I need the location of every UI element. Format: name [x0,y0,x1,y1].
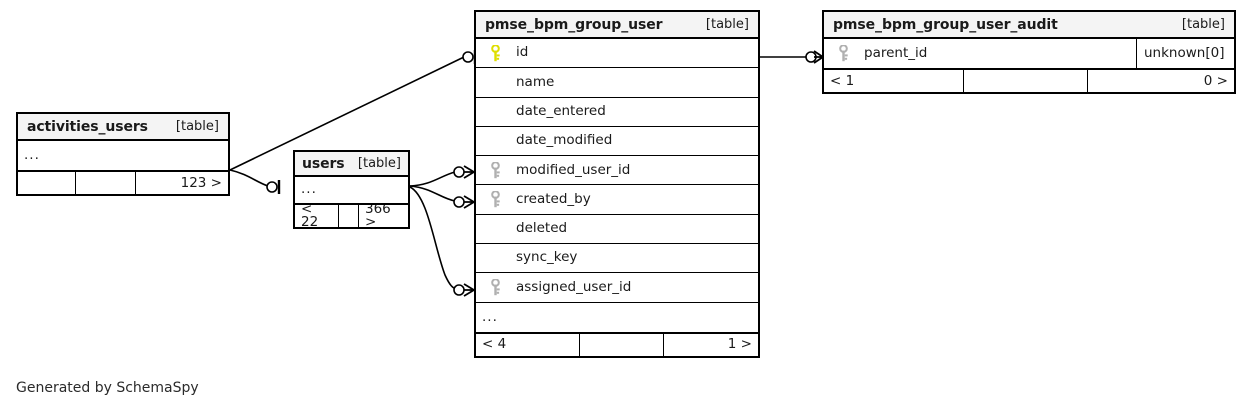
table-header: activities_users [table] [18,114,228,141]
column-row-parent_id[interactable]: parent_id unknown[0] [824,39,1234,69]
more-columns-ellipsis: ... [482,308,498,325]
table-type-tag: [table] [1181,17,1225,32]
column-name: date_modified [516,132,613,149]
foreign-key-icon [483,279,508,297]
edge-activities_users-to-users [229,169,269,187]
column-list: id name date_entered date_modified [476,39,758,332]
footer-middle-cell [76,172,136,195]
table-header: pmse_bpm_group_user_audit [table] [824,12,1234,39]
table-header: pmse_bpm_group_user [table] [476,12,758,39]
column-row-name[interactable]: name [476,68,758,98]
edge-users-to-modified_user_id [409,171,456,187]
column-name: deleted [516,220,568,237]
table-users[interactable]: users [table] ... < 22 366 > [293,150,410,229]
edge-users-to-created_by [409,185,456,202]
column-name: date_entered [516,102,606,119]
table-type-tag: [table] [357,156,401,171]
column-list: ... [18,141,228,170]
column-row-deleted[interactable]: deleted [476,215,758,245]
edge-endpoint-markers [266,50,824,297]
column-row-assigned_user_id[interactable]: assigned_user_id [476,273,758,303]
column-list: ... [295,177,408,203]
outgoing-relationship-count: 366 > [365,205,391,227]
column-name: id [516,44,529,61]
table-footer: 123 > [18,170,228,195]
column-row-more-indicator[interactable]: ... [476,303,758,332]
column-row-more-indicator[interactable]: ... [18,141,228,170]
incoming-relationship-count: < 1 [824,70,964,93]
column-list: parent_id unknown[0] [824,39,1234,69]
column-name: modified_user_id [516,161,631,178]
outgoing-relationship-count: 0 > [1203,72,1228,89]
column-row-created_by[interactable]: created_by [476,185,758,215]
more-columns-ellipsis: ... [24,146,40,163]
footer-middle-cell [964,70,1088,93]
table-pmse_bpm_group_user_audit[interactable]: pmse_bpm_group_user_audit [table] parent… [822,10,1236,95]
column-name: sync_key [516,249,578,266]
table-title: users [302,155,345,172]
table-footer: < 22 366 > [295,203,408,227]
column-name: assigned_user_id [516,278,632,295]
column-name: created_by [516,190,591,207]
column-row-more-indicator[interactable]: ... [295,177,408,203]
column-row-date_entered[interactable]: date_entered [476,98,758,127]
footer-middle-cell [580,333,664,356]
column-name: name [516,73,555,90]
table-title: pmse_bpm_group_user_audit [833,16,1058,33]
table-header: users [table] [295,152,408,177]
incoming-relationship-count [18,172,76,195]
incoming-relationship-count: < 4 [476,333,580,356]
table-title: activities_users [27,118,148,135]
column-type: unknown[0] [1136,39,1234,69]
more-columns-ellipsis: ... [301,181,317,198]
incoming-relationship-count: < 22 [295,205,339,227]
edge-activities_users-to-pmse_bpm_group_user-id [229,56,465,171]
table-type-tag: [table] [175,119,219,134]
primary-key-icon [483,44,508,62]
foreign-key-icon [483,161,508,179]
table-pmse_bpm_group_user[interactable]: pmse_bpm_group_user [table] id name [474,10,760,358]
table-type-tag: [table] [705,17,749,32]
column-row-id[interactable]: id [476,39,758,69]
generated-by-credit: Generated by SchemaSpy [16,380,199,396]
column-row-date_modified[interactable]: date_modified [476,127,758,157]
column-row-sync_key[interactable]: sync_key [476,244,758,274]
table-footer: < 4 1 > [476,331,758,356]
edge-users-to-assigned_user_id [409,186,457,290]
outgoing-relationship-count: 123 > [180,174,222,191]
column-name: parent_id [864,44,928,61]
column-row-modified_user_id[interactable]: modified_user_id [476,156,758,186]
table-footer: < 1 0 > [824,68,1234,93]
footer-middle-cell [339,205,359,227]
table-activities_users[interactable]: activities_users [table] ... 123 > [16,112,230,197]
foreign-key-icon [831,45,856,63]
foreign-key-icon [483,191,508,209]
table-title: pmse_bpm_group_user [485,16,663,33]
outgoing-relationship-count: 1 > [727,336,752,353]
